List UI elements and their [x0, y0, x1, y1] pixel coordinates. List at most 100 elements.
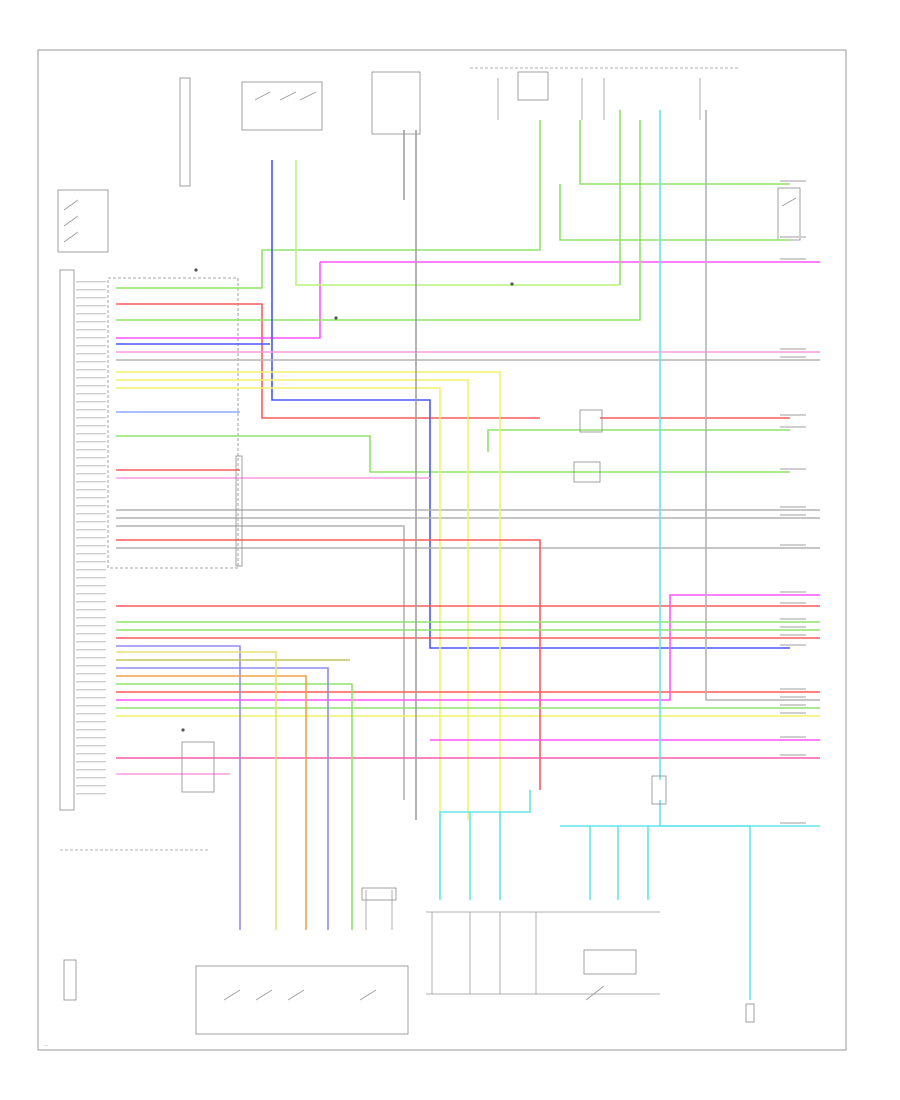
wire-end-label-placeholder [780, 644, 806, 646]
pin-label-placeholder [76, 401, 106, 403]
pin-label-placeholder [76, 569, 106, 571]
wire-gray-6 [705, 110, 820, 701]
pin-label-placeholder [76, 409, 106, 411]
wire-end-label-placeholder [780, 414, 806, 416]
bottom-left-sensor [63, 959, 77, 1001]
pin-label-placeholder [76, 761, 106, 763]
wire-end-label-placeholder [780, 356, 806, 358]
pin-label-placeholder [76, 505, 106, 507]
pin-label-placeholder [76, 585, 106, 587]
pin-label-placeholder [76, 793, 106, 795]
main-ecu-connector [59, 269, 239, 811]
pin-label-placeholder [76, 297, 106, 299]
pin-label-placeholder [76, 609, 106, 611]
wire-cyan-1 [659, 110, 751, 1000]
wire-end-label-placeholder [780, 426, 806, 428]
wire-end-label-placeholder [780, 506, 806, 508]
pin-label-placeholder [76, 697, 106, 699]
bottom-right-sensor [745, 1003, 755, 1023]
pin-label-placeholder [76, 393, 106, 395]
pin-label-placeholder [76, 353, 106, 355]
wire-yellow-5 [116, 651, 277, 930]
wire-end-label-placeholder [780, 180, 806, 182]
pin-label-placeholder [76, 481, 106, 483]
pin-label-placeholder [76, 737, 106, 739]
pin-label-placeholder [76, 681, 106, 683]
pin-label-placeholder [76, 497, 106, 499]
pin-label-placeholder [76, 721, 106, 723]
pin-label-placeholder [76, 673, 106, 675]
wire-end-label-placeholder [780, 514, 806, 516]
bottom-center-module [583, 949, 637, 975]
wire-magenta-2 [116, 262, 321, 339]
wire-end-label-placeholder [780, 544, 806, 546]
wire-end-label-placeholder [780, 634, 806, 636]
pin-label-placeholder [76, 729, 106, 731]
pin-label-placeholder [76, 425, 106, 427]
wire-green-3 [116, 435, 790, 473]
pin-label-placeholder [76, 385, 106, 387]
wire-end-label-placeholder [780, 258, 806, 260]
wire-end-label-placeholder [780, 618, 806, 620]
pin-label-placeholder [76, 513, 106, 515]
wire-end-label-placeholder [780, 822, 806, 824]
wire-yellow-3 [116, 387, 441, 820]
pin-label-placeholder [76, 537, 106, 539]
pin-label-placeholder [76, 553, 106, 555]
wire-end-label-placeholder [780, 712, 806, 714]
wire-yellow-1 [116, 371, 501, 820]
pin-label-placeholder [76, 577, 106, 579]
pin-label-placeholder [76, 417, 106, 419]
top-left-connector [179, 77, 191, 187]
top-module-box [371, 71, 421, 135]
wire-cyan-3 [589, 826, 649, 900]
diagram-frame [37, 49, 847, 1051]
relay-right-2 [573, 461, 601, 483]
pin-label-placeholder [76, 369, 106, 371]
pin-label-placeholder [76, 545, 106, 547]
pin-label-placeholder [76, 457, 106, 459]
pin-label-placeholder [76, 769, 106, 771]
pin-label-placeholder [76, 377, 106, 379]
pin-label-placeholder [76, 465, 106, 467]
pin-label-placeholder [76, 593, 106, 595]
wire-end-label-placeholder [780, 696, 806, 698]
pin-label-placeholder [76, 529, 106, 531]
wire-green-6 [487, 429, 790, 452]
pin-label-placeholder [76, 305, 106, 307]
pin-label-placeholder [76, 649, 106, 651]
pin-label-placeholder [76, 361, 106, 363]
pin-label-placeholder [76, 561, 106, 563]
footer-code: ... [44, 1042, 48, 1047]
wire-red-1 [116, 303, 790, 419]
wire-green-4 [559, 184, 790, 241]
left-top-switch [57, 189, 109, 253]
pin-label-placeholder [76, 785, 106, 787]
wire-green-5 [579, 120, 790, 185]
top-components [57, 67, 801, 253]
inline-components [181, 268, 667, 805]
top-switch-box [241, 81, 323, 131]
pin-label-placeholder [76, 313, 106, 315]
wire-end-label-placeholder [780, 626, 806, 628]
pin-label-placeholder [76, 641, 106, 643]
pin-label-placeholder [76, 657, 106, 659]
wire-red-3 [116, 539, 541, 790]
pin-label-placeholder [76, 281, 106, 283]
pin-label-placeholder [76, 745, 106, 747]
wire-end-label-placeholder [780, 704, 806, 706]
wire-end-label-placeholder [780, 348, 806, 350]
top-right-module [517, 71, 549, 101]
wire-end-label-placeholder [780, 236, 806, 238]
bottom-left-switch [181, 741, 215, 793]
pin-label-placeholder [76, 449, 106, 451]
wire-orange-1 [116, 675, 307, 930]
pin-label-placeholder [76, 601, 106, 603]
relay-right-1 [579, 409, 603, 433]
pin-label-placeholder [76, 321, 106, 323]
pin-label-placeholder [76, 777, 106, 779]
wire-blue-3 [116, 645, 241, 930]
wire-blue-1 [271, 160, 790, 649]
pin-label-placeholder [76, 345, 106, 347]
wire-green-1 [116, 120, 541, 289]
